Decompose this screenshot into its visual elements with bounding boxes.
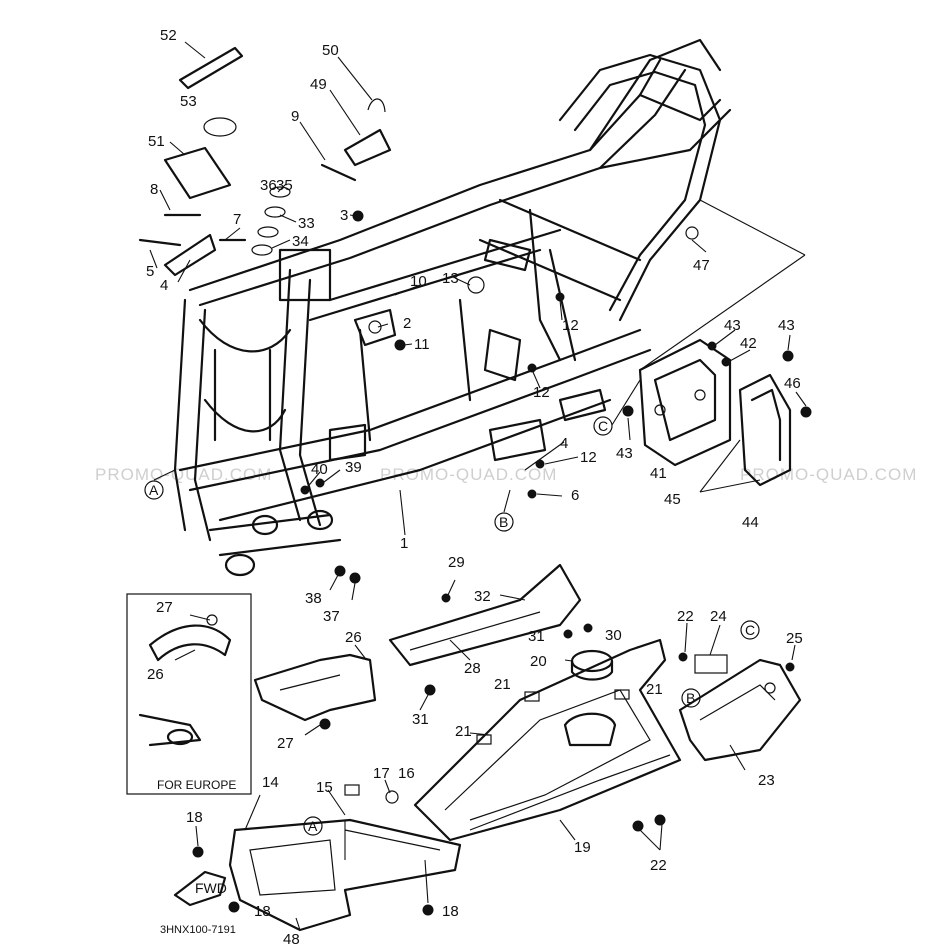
callout-44: 44 (742, 514, 759, 531)
europe-inset (126, 593, 252, 795)
callout-23: 23 (758, 772, 775, 789)
callout-38: 38 (305, 590, 322, 607)
callout-32: 32 (474, 588, 491, 605)
main-frame (173, 38, 732, 577)
marker-a-1: A (149, 482, 159, 498)
callout-28: 28 (464, 660, 481, 677)
rear-guard (632, 622, 802, 851)
callout-16: 16 (398, 765, 415, 782)
marker-c-2: C (745, 622, 755, 638)
callout-31a: 31 (528, 628, 545, 645)
callout-4a: 4 (160, 277, 168, 294)
marker-a-2: A (308, 818, 318, 834)
callout-30: 30 (605, 627, 622, 644)
callout-52: 52 (160, 27, 177, 44)
callout-33: 33 (298, 215, 315, 232)
callout-numbers: 1 2 3 4 4 5 6 7 8 9 10 11 12 12 12 13 14… (146, 27, 803, 948)
watermark-right: PROMO-QUAD.COM (740, 465, 917, 484)
callout-12a: 12 (562, 317, 579, 334)
callout-50: 50 (322, 42, 339, 59)
callout-6: 6 (571, 487, 579, 504)
callout-40: 40 (311, 461, 328, 478)
callout-43a: 43 (724, 317, 741, 334)
callout-41: 41 (650, 465, 667, 482)
callout-49: 49 (310, 76, 327, 93)
callout-1: 1 (400, 535, 408, 552)
callout-31b: 31 (412, 711, 429, 728)
watermark-left: PROMO-QUAD.COM (95, 465, 272, 484)
callout-9: 9 (291, 108, 299, 125)
callout-43b: 43 (778, 317, 795, 334)
callout-39: 39 (345, 459, 362, 476)
callout-13: 13 (442, 270, 459, 287)
callout-12b: 12 (533, 384, 550, 401)
callout-5: 5 (146, 263, 154, 280)
skid-plate (413, 638, 682, 842)
callout-27b: 27 (277, 735, 294, 752)
part-code: 3HNX100-7191 (160, 924, 236, 936)
marker-b-2: B (686, 690, 695, 706)
callout-53: 53 (180, 93, 197, 110)
marker-c-1: C (598, 418, 608, 434)
callout-48: 48 (283, 931, 300, 948)
callout-3: 3 (340, 207, 348, 224)
callout-21b: 21 (646, 681, 663, 698)
callout-8: 8 (150, 181, 158, 198)
callout-18b: 18 (254, 903, 271, 920)
callout-11: 11 (414, 336, 430, 353)
callout-10: 10 (410, 273, 427, 290)
callout-19: 19 (574, 839, 591, 856)
callout-47: 47 (693, 257, 710, 274)
callout-51: 51 (148, 133, 165, 150)
callout-18c: 18 (442, 903, 459, 920)
callout-42: 42 (740, 335, 757, 352)
callout-26b: 26 (147, 666, 164, 683)
callout-12c: 12 (580, 449, 597, 466)
callout-45: 45 (664, 491, 681, 508)
callout-36: 36 (260, 177, 277, 194)
inset-label: FOR EUROPE (157, 778, 236, 792)
side-guard (738, 373, 792, 487)
callout-26a: 26 (345, 629, 362, 646)
marker-b-1: B (499, 514, 508, 530)
callout-15: 15 (316, 779, 333, 796)
reference-markers: A B C C B A (144, 379, 760, 836)
callout-29: 29 (448, 554, 465, 571)
callout-35: 35 (276, 177, 293, 194)
callout-2: 2 (403, 315, 411, 332)
callout-14: 14 (262, 774, 279, 791)
callout-24: 24 (710, 608, 727, 625)
callout-17: 17 (373, 765, 390, 782)
front-guard: FWD (173, 779, 462, 932)
watermark-center: PROMO-QUAD.COM (380, 465, 557, 484)
callout-25: 25 (786, 630, 803, 647)
callout-46: 46 (784, 375, 801, 392)
top-left-small-parts (138, 46, 812, 584)
engine-mount-bracket (638, 338, 732, 467)
callout-37: 37 (323, 608, 340, 625)
callout-21a: 21 (494, 676, 511, 693)
heat-shield (253, 644, 436, 736)
callout-7: 7 (233, 211, 241, 228)
callout-18a: 18 (186, 809, 203, 826)
leader-lines (149, 41, 807, 601)
callout-22b: 22 (650, 857, 667, 874)
callout-27a: 27 (156, 599, 173, 616)
callout-21c: 21 (455, 723, 472, 740)
callout-4b: 4 (560, 435, 568, 452)
callout-34: 34 (292, 233, 309, 250)
callout-22a: 22 (677, 608, 694, 625)
skid-side-panel (388, 563, 593, 667)
callout-20: 20 (530, 653, 547, 670)
fwd-label: FWD (195, 880, 227, 896)
callout-43c: 43 (616, 445, 633, 462)
